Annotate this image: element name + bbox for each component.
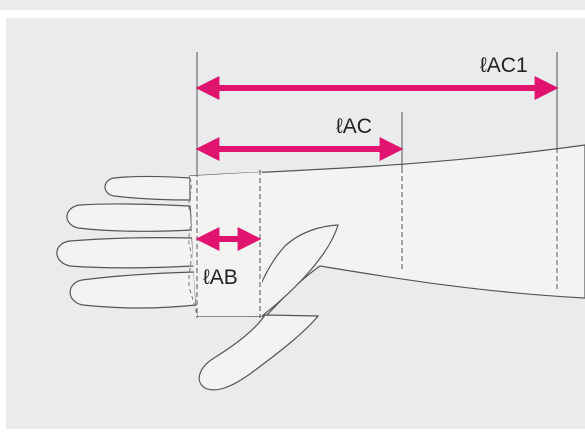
finger-1 [105,177,190,201]
label-ac1: ℓAC1 [480,54,528,77]
finger-4 [70,272,196,308]
finger-2 [67,204,192,231]
finger-3 [57,238,194,268]
palm-shape [190,172,262,316]
thumb-lower-shape [199,315,318,390]
label-ac: ℓAC [336,115,372,138]
label-ab: ℓAB [203,266,238,289]
